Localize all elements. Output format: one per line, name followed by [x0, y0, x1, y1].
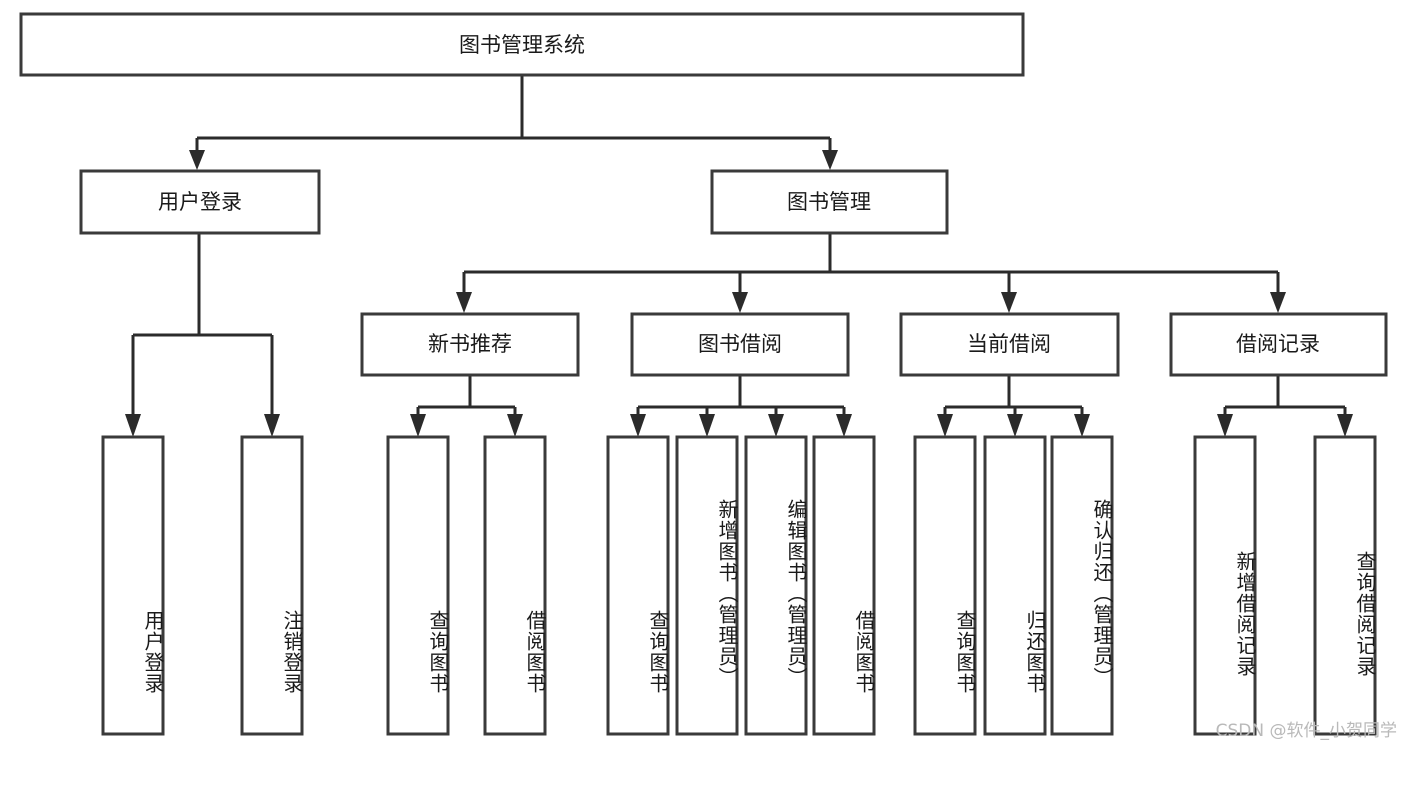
node-leaf-query-borrow-record[interactable]: [1313, 435, 1377, 736]
node-book-borrow-label: 图书借阅: [698, 332, 782, 356]
arrow-head-icon: [1270, 292, 1286, 313]
arrow-head-icon: [732, 292, 748, 313]
node-root-label: 图书管理系统: [459, 33, 585, 57]
node-leaf-add-borrow-record[interactable]: [1193, 435, 1257, 736]
node-leaf-edit-book-admin[interactable]: [744, 435, 808, 736]
node-group: 图书管理系统 用户登录 图书管理 新书推荐 图书借阅 当前借阅 借阅记录: [19, 12, 1388, 736]
node-leaf-borrow-book-recommend[interactable]: [483, 435, 547, 736]
node-new-book-recommend-label: 新书推荐: [428, 332, 512, 356]
watermark-text: CSDN @软件_小贺同学: [1215, 721, 1397, 741]
arrow-head-icon: [1074, 414, 1090, 437]
arrow-head-icon: [699, 414, 715, 437]
tree-diagram-svg: 图书管理系统 用户登录 图书管理 新书推荐 图书借阅 当前借阅 借阅记录: [19, 12, 1388, 736]
node-leaf-query-book-current[interactable]: [913, 435, 977, 736]
arrow-head-icon: [507, 414, 523, 437]
node-current-borrow[interactable]: [899, 312, 1120, 377]
arrow-head-icon: [1001, 292, 1017, 313]
arrow-head-icon: [630, 414, 646, 437]
arrow-head-icon: [1007, 414, 1023, 437]
arrow-head-icon: [836, 414, 852, 437]
node-book-borrow[interactable]: [630, 312, 850, 377]
node-borrow-record[interactable]: [1169, 312, 1388, 377]
node-leaf-query-book-borrow[interactable]: [606, 435, 670, 736]
node-user-login[interactable]: [79, 169, 321, 235]
diagram-canvas: 图书管理系统 用户登录 图书管理 新书推荐 图书借阅 当前借阅 借阅记录: [19, 12, 1397, 741]
arrow-head-icon: [1337, 414, 1353, 437]
node-leaf-logout[interactable]: [240, 435, 304, 736]
node-leaf-confirm-return-admin[interactable]: [1050, 435, 1114, 736]
arrow-head-icon: [125, 414, 141, 437]
node-book-management[interactable]: [710, 169, 949, 235]
node-book-management-label: 图书管理: [787, 190, 871, 214]
node-root-book-management-system[interactable]: [19, 12, 1025, 77]
node-leaf-return-book[interactable]: [983, 435, 1047, 736]
arrow-head-icon: [822, 150, 838, 170]
arrow-head-icon: [937, 414, 953, 437]
node-leaf-user-login[interactable]: [101, 435, 165, 736]
arrow-head-icon: [456, 292, 472, 313]
node-new-book-recommend[interactable]: [360, 312, 580, 377]
arrow-head-icon: [1217, 414, 1233, 437]
arrow-head-icon: [410, 414, 426, 437]
arrow-head-icon: [264, 414, 280, 437]
node-borrow-record-label: 借阅记录: [1236, 332, 1320, 356]
arrow-head-icon: [189, 150, 205, 170]
node-leaf-add-book-admin[interactable]: [675, 435, 739, 736]
connector-group: [125, 75, 1353, 437]
node-user-login-label: 用户登录: [158, 190, 242, 214]
node-current-borrow-label: 当前借阅: [967, 332, 1051, 356]
node-leaf-borrow-book[interactable]: [812, 435, 876, 736]
arrow-head-icon: [768, 414, 784, 437]
node-leaf-query-book-recommend[interactable]: [386, 435, 450, 736]
